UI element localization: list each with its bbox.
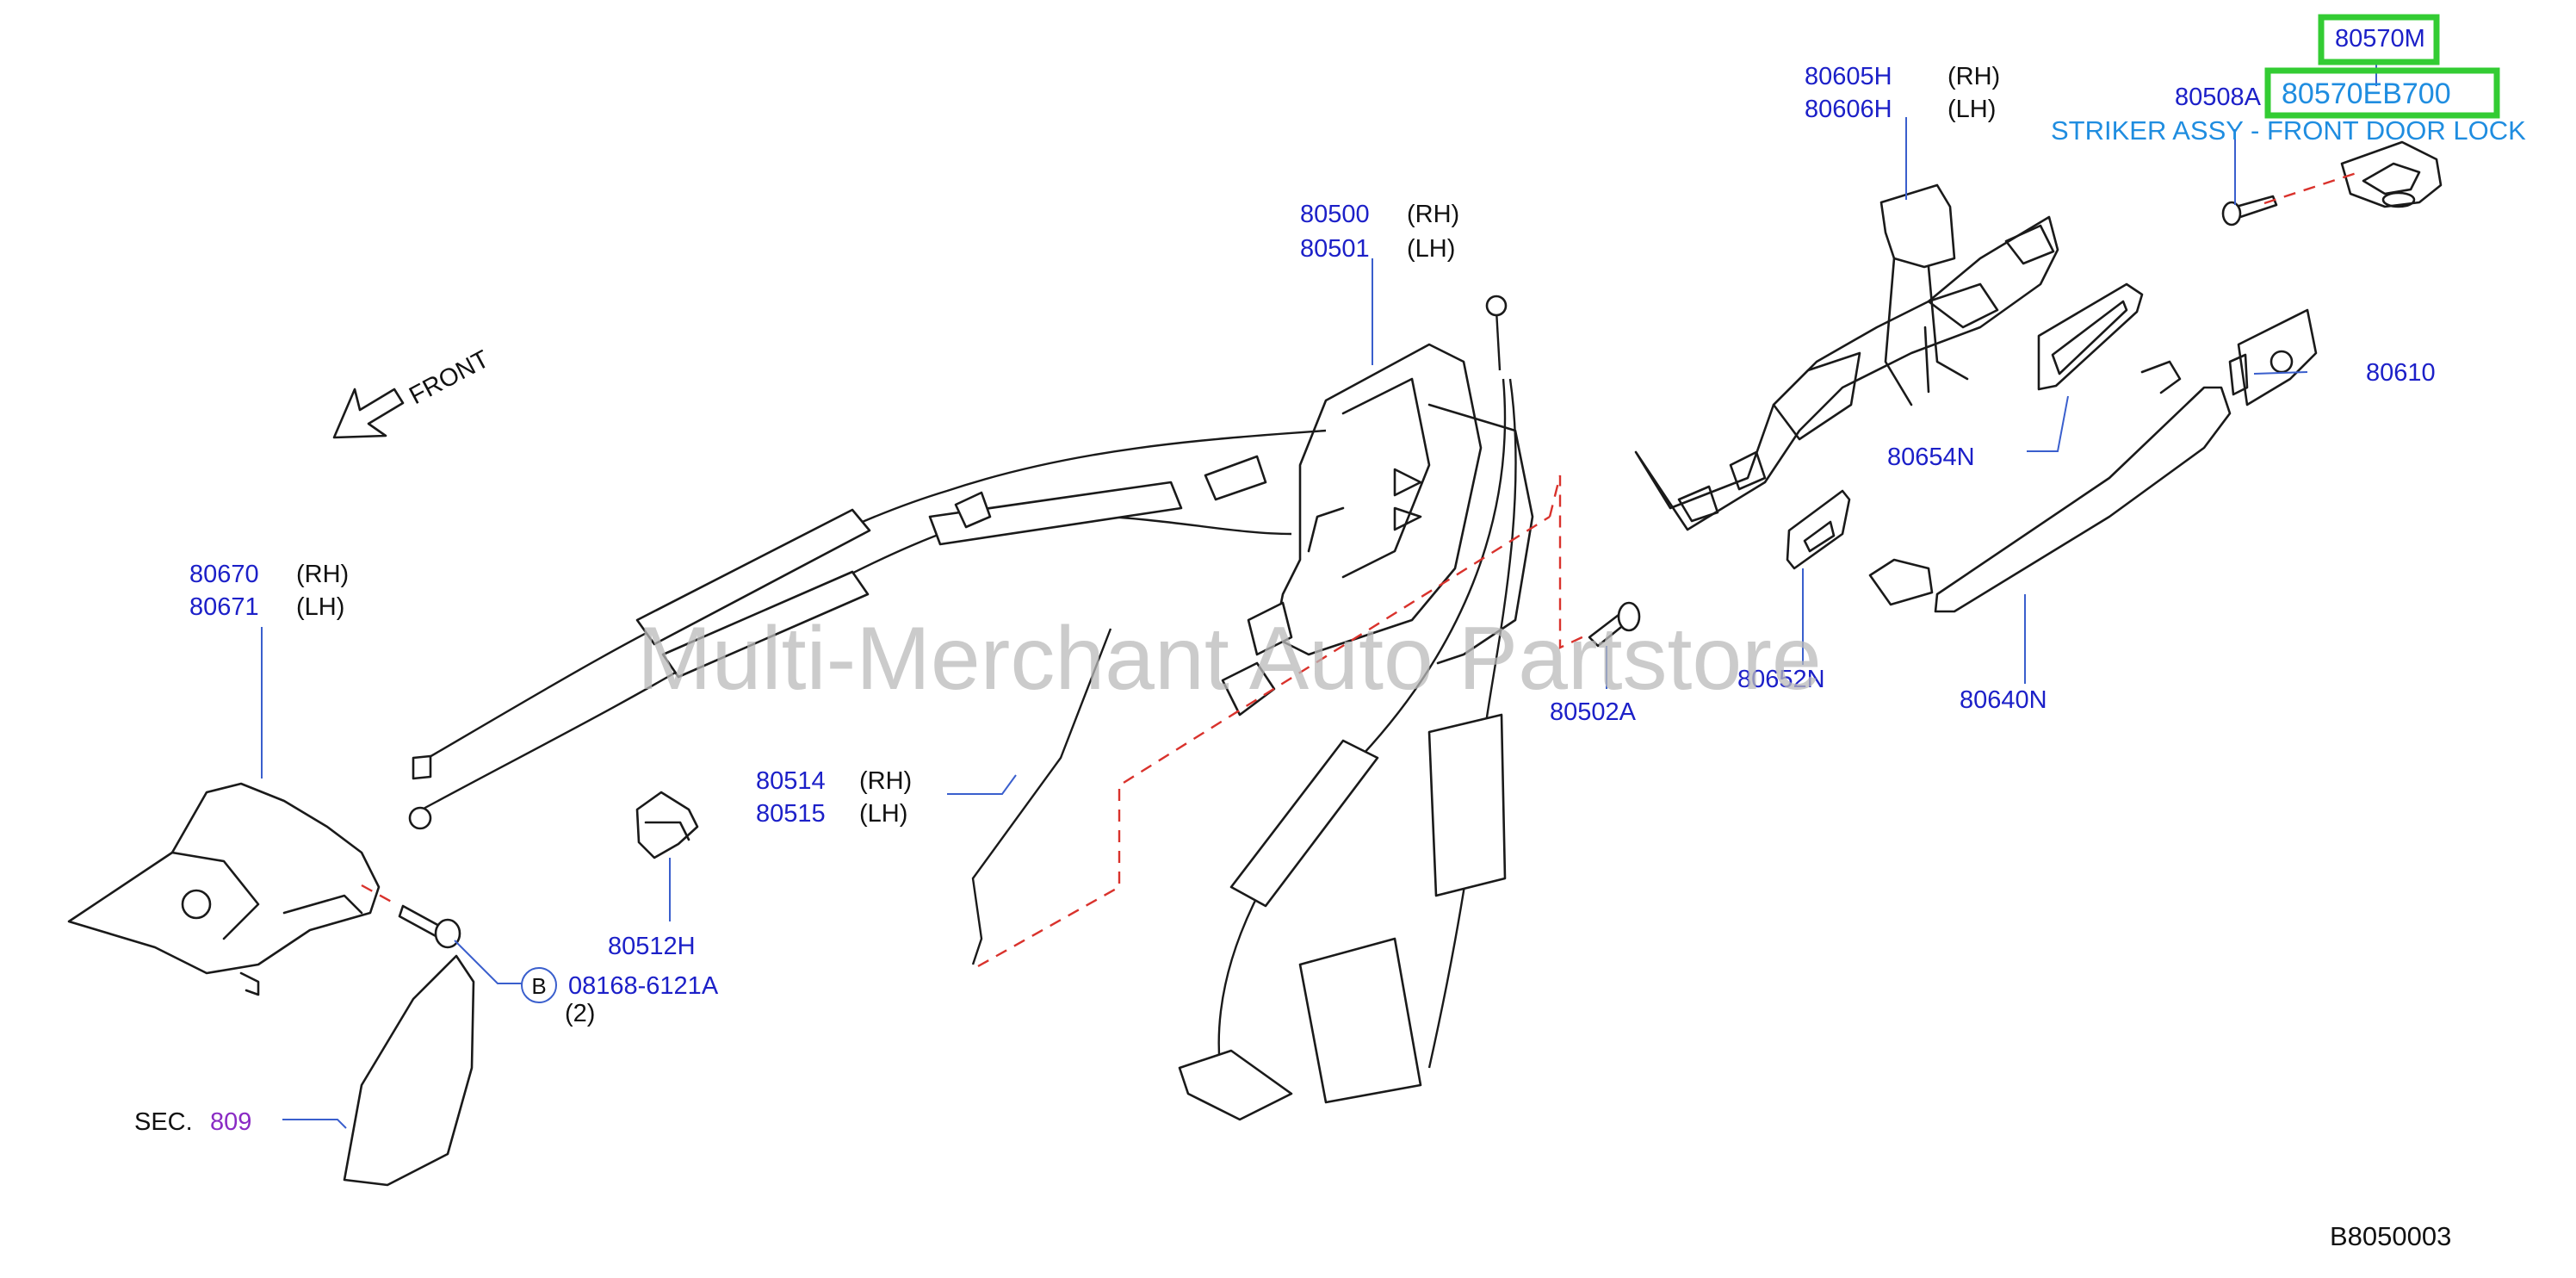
striker-screw-icon: [2221, 195, 2278, 226]
label-80512H[interactable]: 80512H: [608, 933, 696, 960]
label-80671-side: (LH): [296, 593, 344, 621]
door-finisher[interactable]: [343, 954, 475, 1187]
label-80652N[interactable]: 80652N: [1737, 666, 1825, 693]
label-80605H-side: (RH): [1947, 63, 2000, 90]
watermark: Multi-Merchant Auto Partstore: [637, 609, 1822, 709]
label-80606H-side: (LH): [1947, 96, 1996, 123]
label-sec-809[interactable]: 809: [210, 1108, 251, 1136]
highlight-box-code: [2318, 14, 2440, 65]
handle-gasket-rear[interactable]: [1786, 489, 1851, 570]
inside-door-handle[interactable]: [67, 782, 381, 996]
label-80670-side: (RH): [296, 561, 349, 588]
front-arrow-icon: [332, 388, 405, 439]
label-80515[interactable]: 80515: [756, 800, 826, 828]
handle-bolt[interactable]: [398, 904, 557, 1003]
label-80515-side: (LH): [859, 800, 907, 828]
label-80501-side: (LH): [1407, 235, 1455, 263]
label-sec-prefix: SEC.: [134, 1108, 193, 1136]
label-80508A[interactable]: 80508A: [2175, 84, 2262, 111]
alignment-line-striker: [2263, 171, 2360, 205]
alignment-line-handle: [361, 884, 397, 906]
label-80500-side: (RH): [1407, 201, 1459, 228]
label-80514-side: (RH): [859, 767, 912, 795]
lock-cable-loop: [1178, 295, 1517, 1121]
door-lock-actuator[interactable]: [1221, 343, 1534, 717]
label-80570EB700[interactable]: 80570EB700: [2282, 78, 2451, 110]
label-bolt-quantity: (2): [565, 1000, 595, 1027]
label-80610[interactable]: 80610: [2366, 359, 2436, 387]
label-80605H[interactable]: 80605H: [1805, 63, 1892, 90]
diagram-code: B8050003: [2330, 1221, 2451, 1251]
striker-assembly[interactable]: [2340, 140, 2443, 208]
bolt-callout-letter: B: [531, 973, 546, 999]
label-80654N[interactable]: 80654N: [1887, 444, 1975, 471]
label-80501[interactable]: 80501: [1300, 235, 1370, 263]
lock-rod[interactable]: [971, 628, 1112, 965]
label-80570M[interactable]: 80570M: [2335, 25, 2425, 53]
label-80606H[interactable]: 80606H: [1805, 96, 1892, 123]
label-80500[interactable]: 80500: [1300, 201, 1370, 228]
label-striker-description: STRIKER ASSY - FRONT DOOR LOCK: [2051, 115, 2526, 146]
label-80640N[interactable]: 80640N: [1960, 686, 2047, 714]
highlight-box-number: [2264, 67, 2500, 119]
label-08168-6121A[interactable]: 08168-6121A: [568, 972, 719, 1000]
alignment-line-rod: [977, 515, 1551, 968]
outside-handle-bracket[interactable]: [1634, 183, 2059, 531]
label-80514[interactable]: 80514: [756, 767, 826, 795]
leader-lines: [261, 62, 2377, 1129]
front-label: FRONT: [405, 345, 493, 410]
label-80671[interactable]: 80671: [189, 593, 259, 621]
outside-door-handle[interactable]: [1868, 360, 2232, 613]
handle-gasket-front[interactable]: [2037, 282, 2144, 391]
alignment-line-bolt: [1548, 475, 1590, 649]
label-80670[interactable]: 80670: [189, 561, 259, 588]
actuator-bolt[interactable]: [1588, 601, 1641, 648]
cable-clip[interactable]: [635, 791, 699, 859]
label-80502A[interactable]: 80502A: [1550, 698, 1637, 726]
lock-cables: [408, 429, 1327, 830]
key-cylinder-cap[interactable]: [2228, 308, 2318, 406]
